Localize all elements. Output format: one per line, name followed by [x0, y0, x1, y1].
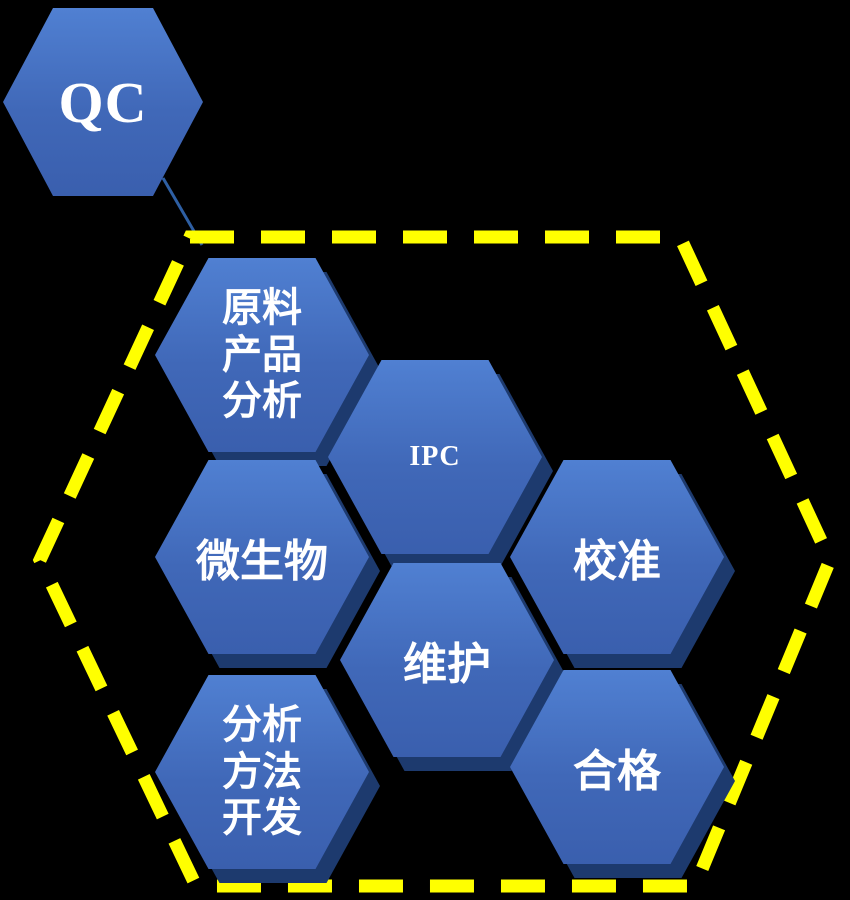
hexagon-label: 合格	[573, 747, 661, 796]
hexagon-label-line: 原料	[222, 285, 302, 331]
hexagon-label-line: 分析	[222, 378, 302, 424]
hexagon-label: 维护	[403, 640, 491, 689]
hexagon-label: 校准	[573, 537, 661, 586]
hexagon-label: 微生物	[196, 537, 328, 586]
hexagon-label-line: 方法	[222, 748, 302, 794]
qc-label: QC	[58, 69, 148, 135]
hexagon-label-line: 产品	[222, 331, 302, 377]
hexagon-label: IPC	[409, 441, 461, 472]
hexagon-label-line: 分析	[222, 702, 302, 748]
hexagon-calibration: 校准	[510, 460, 724, 654]
group-outline	[32, 230, 838, 893]
hexagon-qualified: 合格	[510, 670, 724, 864]
hexagon-label-line: 开发	[222, 795, 302, 841]
